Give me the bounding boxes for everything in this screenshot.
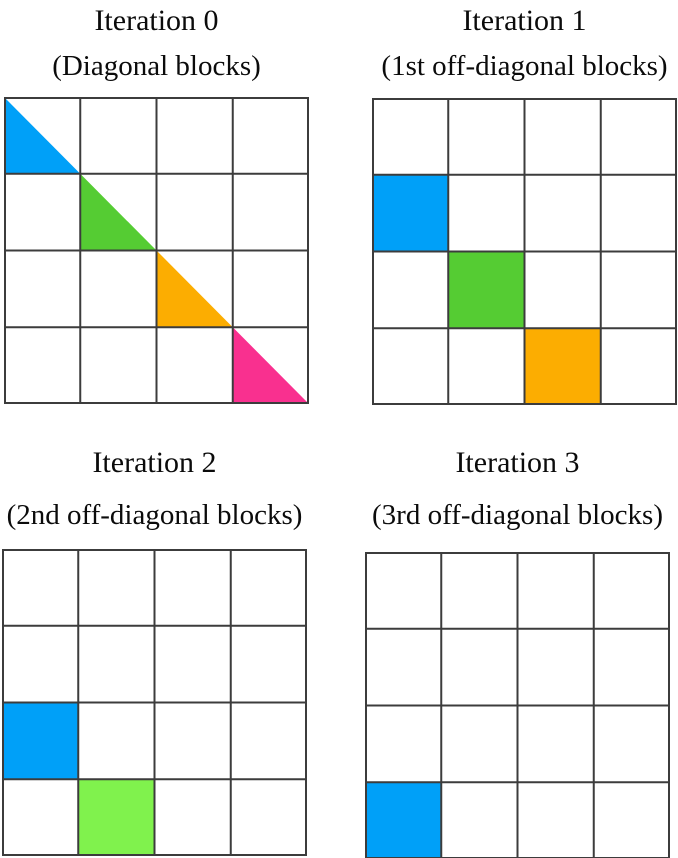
matrix-grid-svg bbox=[372, 98, 677, 405]
block-blue-r1c0 bbox=[372, 174, 449, 252]
block-light_green-r3c1 bbox=[78, 779, 155, 856]
panel-title: Iteration 1 bbox=[462, 4, 587, 37]
panel-title: Iteration 0 bbox=[94, 4, 219, 37]
panel-iteration-1: Iteration 1 (1st off-diagonal blocks) bbox=[339, 0, 678, 429]
matrix-grid bbox=[4, 97, 309, 404]
panel-iteration-3: Iteration 3 (3rd off-diagonal blocks) bbox=[339, 429, 678, 858]
matrix-grid bbox=[372, 98, 677, 405]
panel-iteration-2: Iteration 2 (2nd off-diagonal blocks) bbox=[0, 429, 339, 858]
panel-subtitle: (2nd off-diagonal blocks) bbox=[6, 499, 303, 531]
block-pink-r3c3 bbox=[232, 327, 309, 404]
block-orange-r2c2 bbox=[156, 250, 233, 328]
block-blue-r3c0 bbox=[365, 782, 442, 858]
block-blue-r2c0 bbox=[2, 702, 79, 780]
matrix-grid bbox=[365, 552, 670, 858]
block-blue-r0c0 bbox=[4, 97, 81, 174]
block-green-r1c1 bbox=[80, 173, 157, 251]
panel-subtitle: (1st off-diagonal blocks) bbox=[381, 50, 668, 82]
block-orange-r3c2 bbox=[524, 328, 601, 405]
matrix-grid-svg bbox=[365, 552, 670, 858]
matrix-grid bbox=[2, 549, 307, 856]
panel-subtitle: (Diagonal blocks) bbox=[52, 50, 261, 82]
panel-iteration-0: Iteration 0 (Diagonal blocks) bbox=[0, 0, 339, 429]
panel-title: Iteration 2 bbox=[92, 446, 217, 479]
matrix-grid-svg bbox=[4, 97, 309, 404]
panel-title: Iteration 3 bbox=[455, 446, 580, 479]
block-green-r2c1 bbox=[448, 251, 525, 329]
panel-subtitle: (3rd off-diagonal blocks) bbox=[372, 499, 663, 531]
matrix-grid-svg bbox=[2, 549, 307, 856]
